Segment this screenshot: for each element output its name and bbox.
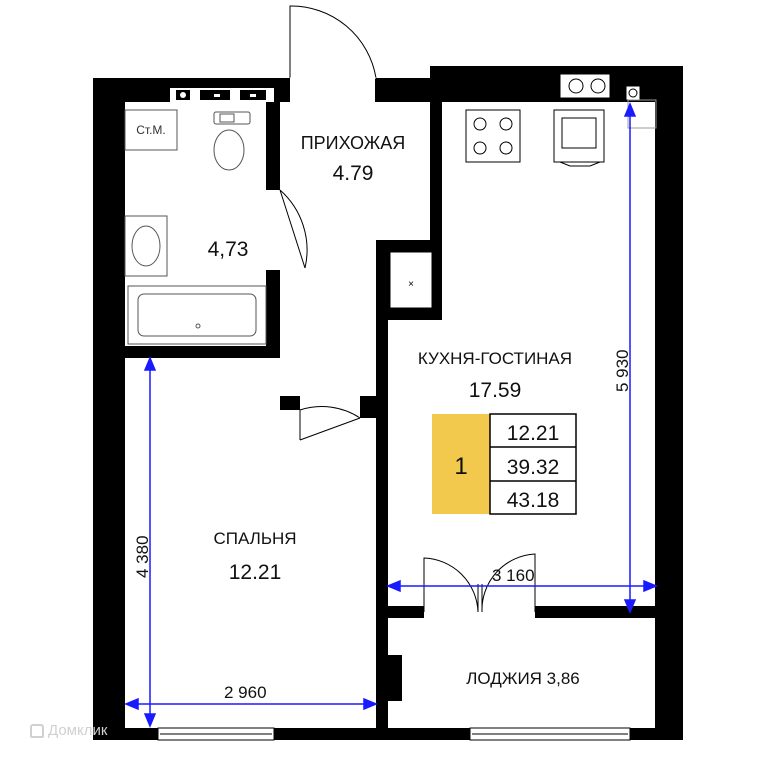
bottom-windows	[157, 727, 631, 741]
domclick-watermark: Домклик	[30, 722, 107, 739]
bathtub-icon	[127, 285, 267, 345]
watermark-text: Домклик	[48, 722, 108, 739]
total-area-value: 43.18	[507, 489, 560, 512]
bedroom-name: СПАЛЬНЯ	[213, 529, 296, 548]
bathroom-area: 4,73	[208, 238, 249, 261]
bedroom-area: 12.21	[229, 561, 282, 584]
stove-top-icon	[559, 73, 657, 129]
area-no-loggia-value: 39.32	[507, 456, 560, 479]
hallway-area: 4.79	[333, 162, 374, 185]
window-bathroom	[170, 88, 274, 102]
area-summary-badge: 1 12.21 39.32 43.18	[432, 413, 577, 515]
vent-shaft-icon: ×	[389, 251, 433, 309]
cooktop-icon	[473, 117, 513, 155]
toilet-icon	[213, 111, 251, 171]
dimension-lines	[124, 102, 658, 728]
dim-bedroom-width: 2 960	[224, 683, 267, 702]
kitchen-area: 17.59	[469, 379, 522, 402]
svg-text:×: ×	[408, 279, 414, 290]
room-count: 1	[454, 453, 467, 480]
walls	[93, 66, 683, 740]
room-count-badge	[432, 414, 490, 514]
house-logo-icon	[30, 723, 44, 738]
hallway-name: ПРИХОЖАЯ	[301, 133, 406, 153]
kitchen-fixtures	[465, 109, 605, 167]
dim-kitchen-width: 3 160	[492, 566, 535, 585]
dim-kitchen-height: 5 930	[613, 349, 632, 392]
loggia-name: ЛОДЖИЯ 3,86	[466, 669, 580, 688]
washer-label: Ст.М.	[136, 123, 166, 137]
kitchen-name: КУХНЯ-ГОСТИНАЯ	[418, 349, 572, 368]
bathroom-fixtures: Ст.М.	[124, 109, 267, 345]
doors	[279, 5, 536, 613]
dim-bedroom-height: 4 380	[133, 535, 152, 578]
sink-icon	[124, 215, 168, 277]
living-area-value: 12.21	[507, 422, 560, 445]
